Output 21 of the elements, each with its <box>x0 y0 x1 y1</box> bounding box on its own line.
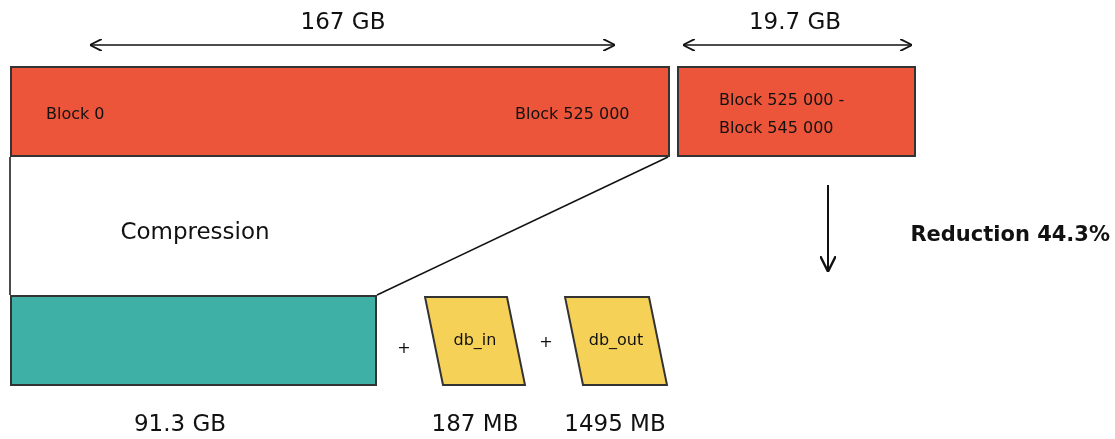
reduction-label: Reduction 44.3% <box>909 222 1110 246</box>
block-label: db_out <box>587 330 645 349</box>
connector-line <box>376 156 669 296</box>
storage-bar <box>10 295 377 386</box>
data-parallelogram <box>424 296 526 386</box>
storage-bar <box>10 66 670 157</box>
data-parallelogram <box>564 296 668 386</box>
block-label: Block 525 000 - Block 545 000 <box>719 89 846 139</box>
block-label: db_in <box>452 330 498 349</box>
size-label: 91.3 GB <box>132 410 228 436</box>
process-label: Compression <box>119 218 271 244</box>
plus-sign: + <box>538 332 554 351</box>
size-label: 1495 MB <box>563 410 667 436</box>
size-label: 167 GB <box>299 8 387 34</box>
plus-sign: + <box>396 338 412 357</box>
storage-bar <box>677 66 916 157</box>
block-label: Block 0 <box>46 104 105 123</box>
block-label: Block 525 000 <box>515 104 630 123</box>
connector-line <box>9 156 11 296</box>
size-label: 19.7 GB <box>747 8 843 34</box>
size-label: 187 MB <box>430 410 520 436</box>
